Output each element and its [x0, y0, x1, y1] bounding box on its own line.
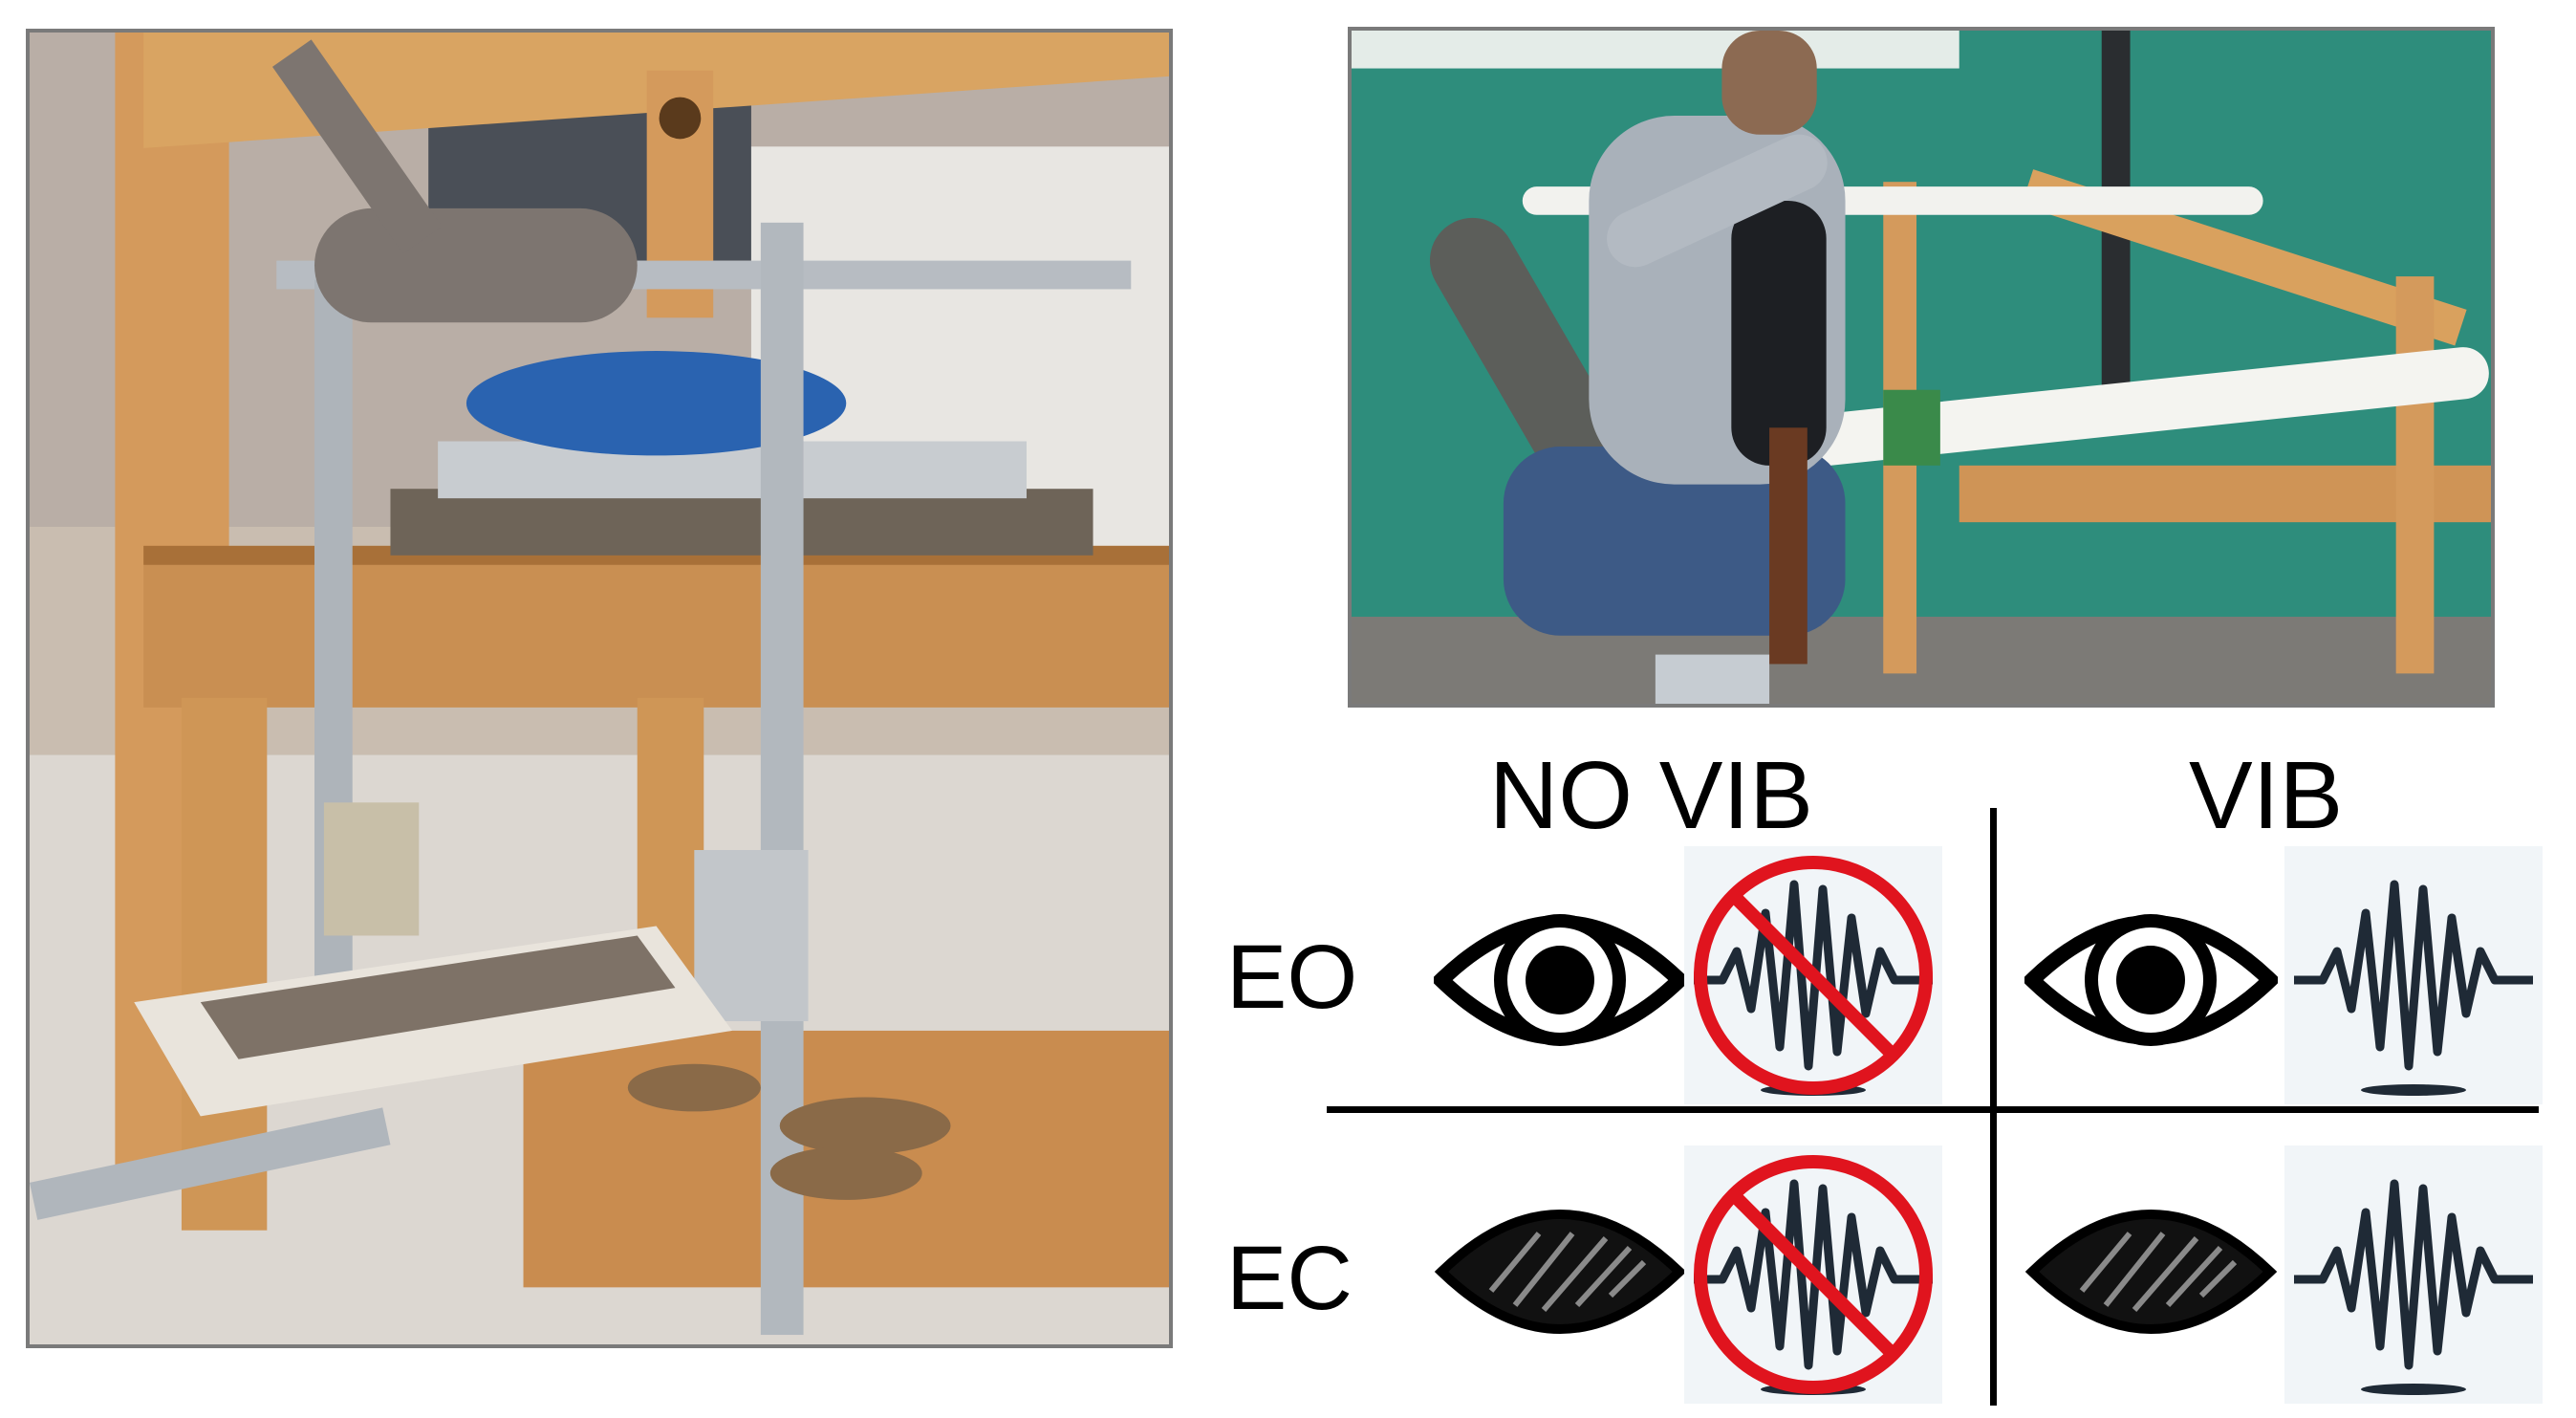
grid-horizontal-divider: [1327, 1106, 2539, 1113]
no-vibration-icon: [1684, 846, 1942, 1104]
row-header-ec: EC: [1226, 1228, 1353, 1329]
participant-photo: [1348, 27, 2495, 708]
eye-closed-icon: [1434, 1176, 1687, 1367]
apparatus-illustration: [30, 33, 1169, 1344]
apparatus-photo: [26, 29, 1173, 1348]
vibration-wave-icon: [2284, 846, 2543, 1104]
vibration-wave-icon: [2284, 1145, 2543, 1404]
column-header-no-vib: NO VIB: [1489, 742, 1813, 849]
eye-open-icon: [1434, 884, 1687, 1076]
column-header-vib: VIB: [2189, 742, 2344, 849]
participant-illustration: [1352, 31, 2491, 704]
row-header-eo: EO: [1226, 927, 1358, 1028]
eye-open-icon: [2024, 884, 2278, 1076]
no-vibration-icon: [1684, 1145, 1942, 1404]
eye-closed-icon: [2024, 1176, 2278, 1367]
